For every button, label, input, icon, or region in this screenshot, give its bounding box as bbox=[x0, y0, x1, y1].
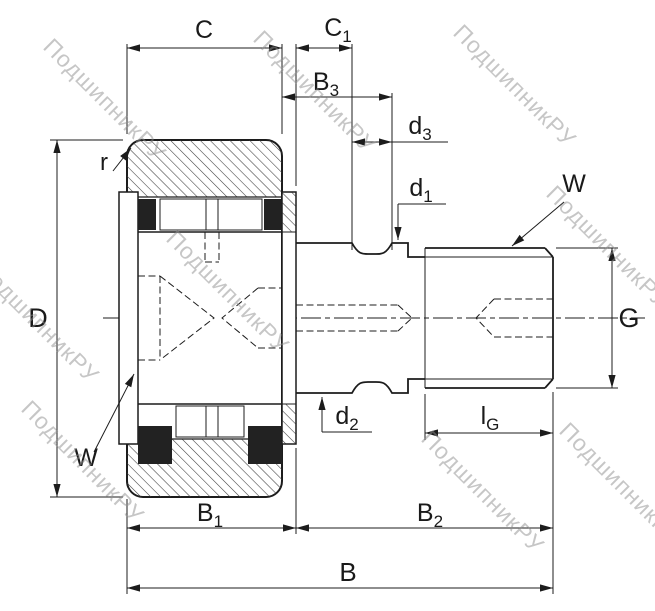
dimensions bbox=[50, 44, 618, 594]
seal-top-left bbox=[138, 199, 156, 230]
stud-shaft-top-profile bbox=[296, 242, 425, 258]
needle-row-bottom-lines bbox=[205, 406, 219, 437]
thread-major-outline bbox=[425, 247, 554, 389]
seal-bottom-left bbox=[138, 426, 172, 464]
dim-label-lg: lG bbox=[481, 402, 500, 434]
dimension-labels: C C1 B3 d3 d1 W r D G d2 lG W B1 B2 B bbox=[28, 14, 639, 587]
watermark-text: ПодшипникРУ bbox=[248, 25, 381, 158]
watermarks: ПодшипникРУ ПодшипникРУ ПодшипникРУ Подш… bbox=[0, 19, 655, 558]
needle-row-top bbox=[159, 198, 263, 231]
hex-socket-thread-end bbox=[475, 298, 553, 338]
leader-w-top bbox=[511, 201, 565, 247]
stud-shaft-bottom-profile bbox=[296, 378, 425, 394]
dim-label-b: B bbox=[339, 557, 356, 587]
watermark-text: ПодшипникРУ bbox=[541, 180, 655, 313]
dim-label-b1: B1 bbox=[197, 499, 223, 531]
dim-label-r: r bbox=[100, 149, 108, 176]
watermark-text: ПодшипникРУ bbox=[38, 33, 171, 166]
needle-row-bottom bbox=[175, 405, 245, 438]
stud-head-surfaces bbox=[138, 231, 296, 405]
stud-section bbox=[281, 191, 554, 445]
outer-ring-hatch bbox=[127, 140, 282, 497]
dim-label-G: G bbox=[618, 303, 639, 333]
dim-label-D: D bbox=[28, 303, 48, 333]
dim-label-c1: C1 bbox=[324, 14, 352, 46]
head-socket-left bbox=[138, 275, 215, 361]
dim-label-b2: B2 bbox=[417, 499, 443, 531]
dim-label-d2: d2 bbox=[335, 402, 358, 434]
watermark-text: ПодшипникРУ bbox=[0, 255, 104, 388]
lubrication-duct bbox=[296, 304, 413, 332]
watermark-text: ПодшипникРУ bbox=[448, 19, 581, 152]
needle-row-top-lines bbox=[205, 199, 219, 230]
head-socket-right bbox=[221, 287, 282, 349]
roller-section bbox=[118, 139, 296, 498]
thread-root-lines bbox=[425, 256, 553, 380]
grease-hole bbox=[204, 232, 220, 263]
leader-w-bottom bbox=[93, 373, 135, 453]
dim-label-d3: d3 bbox=[408, 112, 431, 144]
dim-label-w-top: W bbox=[562, 170, 586, 198]
extension-lines bbox=[50, 44, 618, 594]
stud-collar-hatch-top bbox=[281, 191, 297, 233]
hidden-lines bbox=[138, 232, 553, 361]
seal-top-right bbox=[264, 199, 282, 230]
leader-r bbox=[112, 147, 132, 172]
dim-label-d1: d1 bbox=[409, 174, 432, 206]
stud-collar-hatch-bottom bbox=[281, 403, 297, 445]
watermark-text: ПодшипникРУ bbox=[416, 425, 549, 558]
seal-bottom-right bbox=[248, 426, 282, 464]
dim-label-w-bottom: W bbox=[74, 444, 98, 472]
watermark-text: ПодшипникРУ bbox=[554, 417, 655, 550]
dim-label-b3: B3 bbox=[313, 68, 339, 100]
dim-label-c: C bbox=[195, 16, 213, 44]
end-washer-plate bbox=[118, 191, 139, 445]
